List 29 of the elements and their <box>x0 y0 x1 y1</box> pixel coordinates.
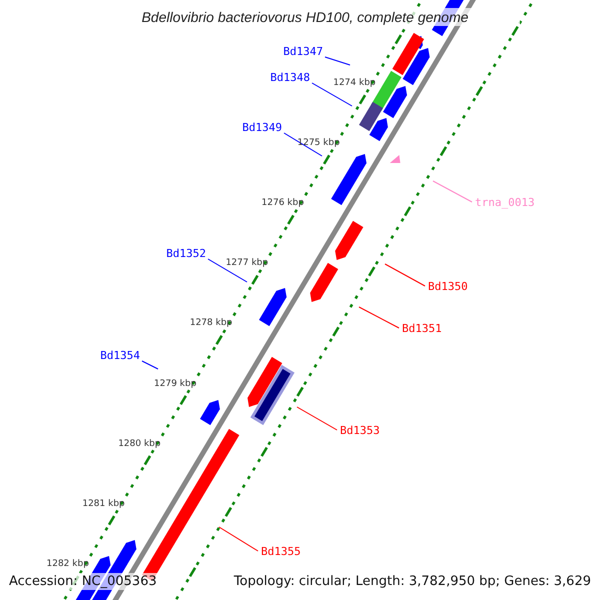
gene-label: Bd1354 <box>100 349 140 363</box>
scale-label: 1280 kbp <box>118 438 161 450</box>
scale-label: 1282 kbp <box>46 558 89 570</box>
genome-summary: Topology: circular; Length: 3,782,950 bp; Genes: 3,629 <box>232 573 592 590</box>
leader-line <box>142 360 158 370</box>
leader-line <box>432 180 472 202</box>
gene-label: Bd1349 <box>242 121 282 135</box>
gene-label: Bd1355 <box>261 545 301 559</box>
leader-line <box>208 258 248 282</box>
scale-label: 1274 kbp <box>333 78 376 89</box>
leader-line <box>296 406 338 430</box>
scale-label: 1278 kbp <box>190 318 232 330</box>
scale-label: 1281 kbp <box>82 498 125 510</box>
leader-line <box>358 306 400 328</box>
leader-line <box>218 526 258 552</box>
leader-line <box>312 82 352 106</box>
gene-label: Bd1350 <box>428 280 468 294</box>
gene-label: trna_0013 <box>475 196 535 210</box>
scale-label: 1277 kbp <box>226 258 268 270</box>
gene-label: Bd1351 <box>402 322 442 336</box>
gene-label: Bd1347 <box>283 45 323 59</box>
accession-note: Accession: NC_005363 <box>8 573 158 590</box>
gene-label: Bd1352 <box>166 247 206 261</box>
scale-label: 1279 kbp <box>154 378 196 390</box>
scale-label: 1276 kbp <box>262 198 304 210</box>
leader-line <box>384 264 426 286</box>
leader-line <box>324 56 350 66</box>
gene-label: Bd1348 <box>270 71 310 85</box>
gene-label: Bd1353 <box>340 424 380 438</box>
